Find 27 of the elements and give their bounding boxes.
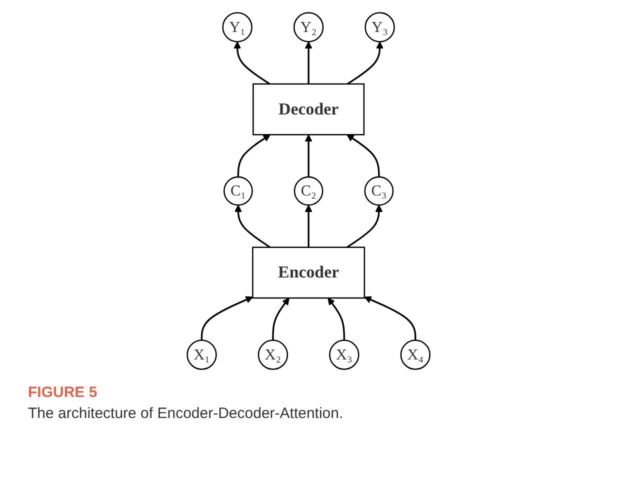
node-circle: X₁ <box>186 340 217 370</box>
node-circle: Y₃ <box>364 12 395 42</box>
node-circle: Y₂ <box>293 12 324 42</box>
arrow <box>364 296 416 340</box>
arrow <box>304 41 312 84</box>
figure-label: FIGURE 5 <box>28 384 98 401</box>
arrow <box>346 204 383 248</box>
arrow <box>234 204 271 248</box>
node-box: Decoder <box>252 83 365 136</box>
node-circle: X₄ <box>400 340 430 370</box>
caption: The architecture of Encoder-Decoder-Attention. <box>28 405 344 422</box>
node-box: Encoder <box>252 246 365 299</box>
node-circle: X₃ <box>329 340 360 370</box>
arrow <box>304 134 312 177</box>
arrow <box>272 298 290 340</box>
arrow <box>346 41 384 85</box>
arrow <box>237 134 270 177</box>
arrow <box>328 298 345 340</box>
arrow <box>304 204 312 248</box>
node-circle: C₁ <box>223 176 253 206</box>
arrow <box>234 41 270 85</box>
arrow <box>346 134 380 177</box>
node-circle: C₂ <box>294 176 324 206</box>
node-circle: X₂ <box>258 340 288 370</box>
arrow <box>200 296 253 340</box>
node-circle: Y₁ <box>222 12 252 42</box>
node-circle: C₃ <box>364 176 394 206</box>
